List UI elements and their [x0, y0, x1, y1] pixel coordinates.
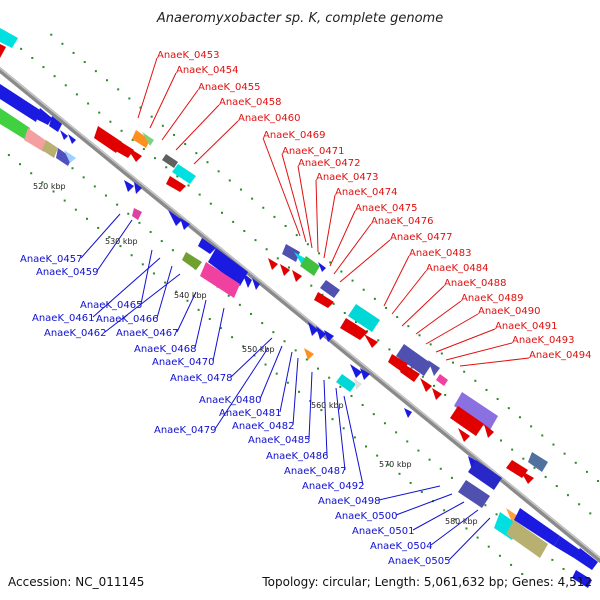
gene-label-bottom: AnaeK_0500 — [335, 511, 397, 522]
gene-label-bottom: AnaeK_0492 — [302, 481, 364, 492]
gene-label-top: AnaeK_0474 — [335, 187, 397, 198]
gene-label-top: AnaeK_0473 — [316, 172, 378, 183]
kbp-label: 560 kbp — [311, 401, 344, 410]
top-gene-labels: AnaeK_0453AnaeK_0454AnaeK_0455AnaeK_0458… — [157, 50, 591, 361]
gene-label-top: AnaeK_0477 — [390, 232, 452, 243]
gene-label-bottom: AnaeK_0465 — [80, 300, 142, 311]
gene-label-bottom: AnaeK_0459 — [36, 267, 98, 278]
gene-label-bottom: AnaeK_0478 — [170, 373, 232, 384]
gene-label-bottom: AnaeK_0467 — [116, 328, 178, 339]
gene-label-top: AnaeK_0471 — [282, 146, 344, 157]
gene-label-bottom: AnaeK_0482 — [232, 421, 294, 432]
genome-backbone — [0, 66, 600, 564]
gene-label-bottom: AnaeK_0487 — [284, 466, 346, 477]
kbp-label: 530 kbp — [105, 237, 138, 246]
kbp-label: 540 kbp — [174, 291, 207, 300]
gene-label-top: AnaeK_0494 — [529, 350, 591, 361]
label-leader-lines — [80, 57, 530, 561]
kbp-label: 520 kbp — [33, 182, 66, 191]
gene-label-top: AnaeK_0493 — [512, 335, 574, 346]
gene-features — [0, 28, 598, 588]
gene-label-top: AnaeK_0472 — [298, 158, 360, 169]
accession-text: Accession: NC_011145 — [8, 575, 144, 589]
gene-label-top: AnaeK_0460 — [238, 113, 300, 124]
gene-label-bottom: AnaeK_0480 — [199, 395, 261, 406]
gene-label-bottom: AnaeK_0470 — [152, 357, 214, 368]
gene-label-top: AnaeK_0475 — [355, 203, 417, 214]
gene-label-bottom: AnaeK_0504 — [370, 541, 432, 552]
kbp-label: 550 kbp — [242, 345, 275, 354]
gene-label-top: AnaeK_0484 — [426, 263, 488, 274]
gene-label-top: AnaeK_0491 — [495, 321, 557, 332]
gene-label-bottom: AnaeK_0466 — [96, 314, 158, 325]
map-title: Anaeromyxobacter sp. K, complete genome — [156, 11, 443, 26]
gene-label-bottom: AnaeK_0457 — [20, 254, 82, 265]
gene-label-bottom: AnaeK_0461 — [32, 313, 94, 324]
gene-label-top: AnaeK_0454 — [176, 65, 238, 76]
gene-label-bottom: AnaeK_0481 — [219, 408, 281, 419]
gene-label-bottom: AnaeK_0468 — [134, 344, 196, 355]
gene-label-top: AnaeK_0490 — [478, 306, 540, 317]
kbp-label: 570 kbp — [379, 460, 412, 469]
gene-label-bottom: AnaeK_0486 — [266, 451, 328, 462]
gene-label-top: AnaeK_0483 — [409, 248, 471, 259]
gene-label-top: AnaeK_0489 — [461, 293, 523, 304]
gene-label-top: AnaeK_0455 — [198, 82, 260, 93]
bottom-gene-labels: AnaeK_0457AnaeK_0459AnaeK_0465AnaeK_0461… — [20, 254, 450, 567]
kbp-label: 580 kbp — [445, 517, 478, 526]
gene-label-bottom: AnaeK_0462 — [44, 328, 106, 339]
gene-label-top: AnaeK_0458 — [219, 97, 281, 108]
gene-label-bottom: AnaeK_0485 — [248, 435, 310, 446]
gene-label-top: AnaeK_0488 — [444, 278, 506, 289]
gene-label-top: AnaeK_0453 — [157, 50, 219, 61]
gene-label-bottom: AnaeK_0505 — [388, 556, 450, 567]
gene-label-top: AnaeK_0476 — [371, 216, 433, 227]
gene-label-top: AnaeK_0469 — [263, 130, 325, 141]
gene-label-bottom: AnaeK_0479 — [154, 425, 216, 436]
kbp-scale-labels: 520 kbp 530 kbp 540 kbp 550 kbp 560 kbp 570 k… — [33, 182, 478, 526]
gene-label-bottom: AnaeK_0501 — [352, 526, 414, 537]
topology-text: Topology: circular; Length: 5,061,632 bp… — [261, 575, 592, 589]
gene-label-bottom: AnaeK_0498 — [318, 496, 380, 507]
